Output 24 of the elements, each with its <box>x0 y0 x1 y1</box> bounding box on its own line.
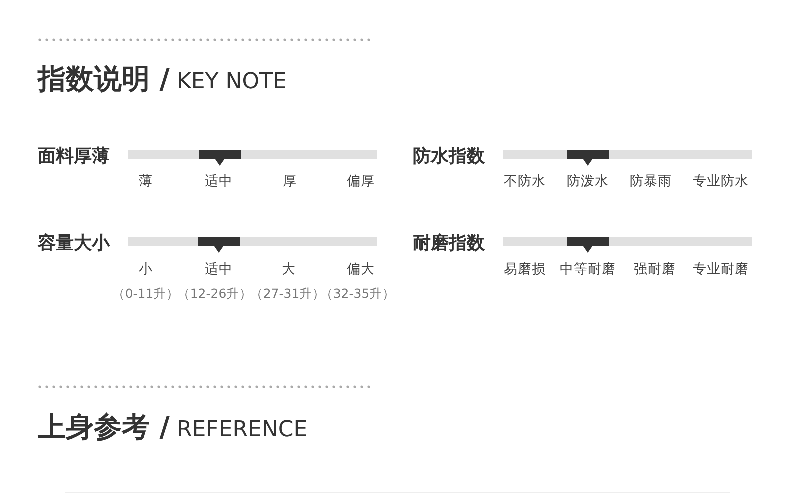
scale-label: 不防水 <box>504 174 546 190</box>
scale-label: 防暴雨 <box>630 174 672 190</box>
section-heading: 上身参考 / REFERENCE <box>38 412 308 444</box>
range-note: （12-26升） <box>177 287 253 301</box>
scale-label: 专业耐磨 <box>693 262 749 278</box>
scale-label: 偏大 <box>347 262 375 278</box>
scale-label: 厚 <box>283 174 297 190</box>
scale-title: 防水指数 <box>413 147 485 167</box>
scale-label: 适中 <box>205 174 233 190</box>
scale-label: 薄 <box>139 174 153 190</box>
scale-label: 强耐磨 <box>634 262 676 278</box>
range-note: （0-11升） <box>112 287 180 301</box>
scale-label: 专业防水 <box>693 174 749 190</box>
section-heading: 指数说明 / KEY NOTE <box>38 64 287 96</box>
scale-title: 耐磨指数 <box>413 234 485 254</box>
scale-label: 防泼水 <box>567 174 609 190</box>
scale-title: 面料厚薄 <box>38 147 110 167</box>
scale-label: 适中 <box>205 262 233 278</box>
scale-label: 小 <box>139 262 153 278</box>
scale-label: 中等耐磨 <box>560 262 616 278</box>
scale-label: 偏厚 <box>347 174 375 190</box>
scale-title: 容量大小 <box>38 234 110 254</box>
scale-label: 大 <box>282 262 296 278</box>
scale-label: 易磨损 <box>504 262 546 278</box>
